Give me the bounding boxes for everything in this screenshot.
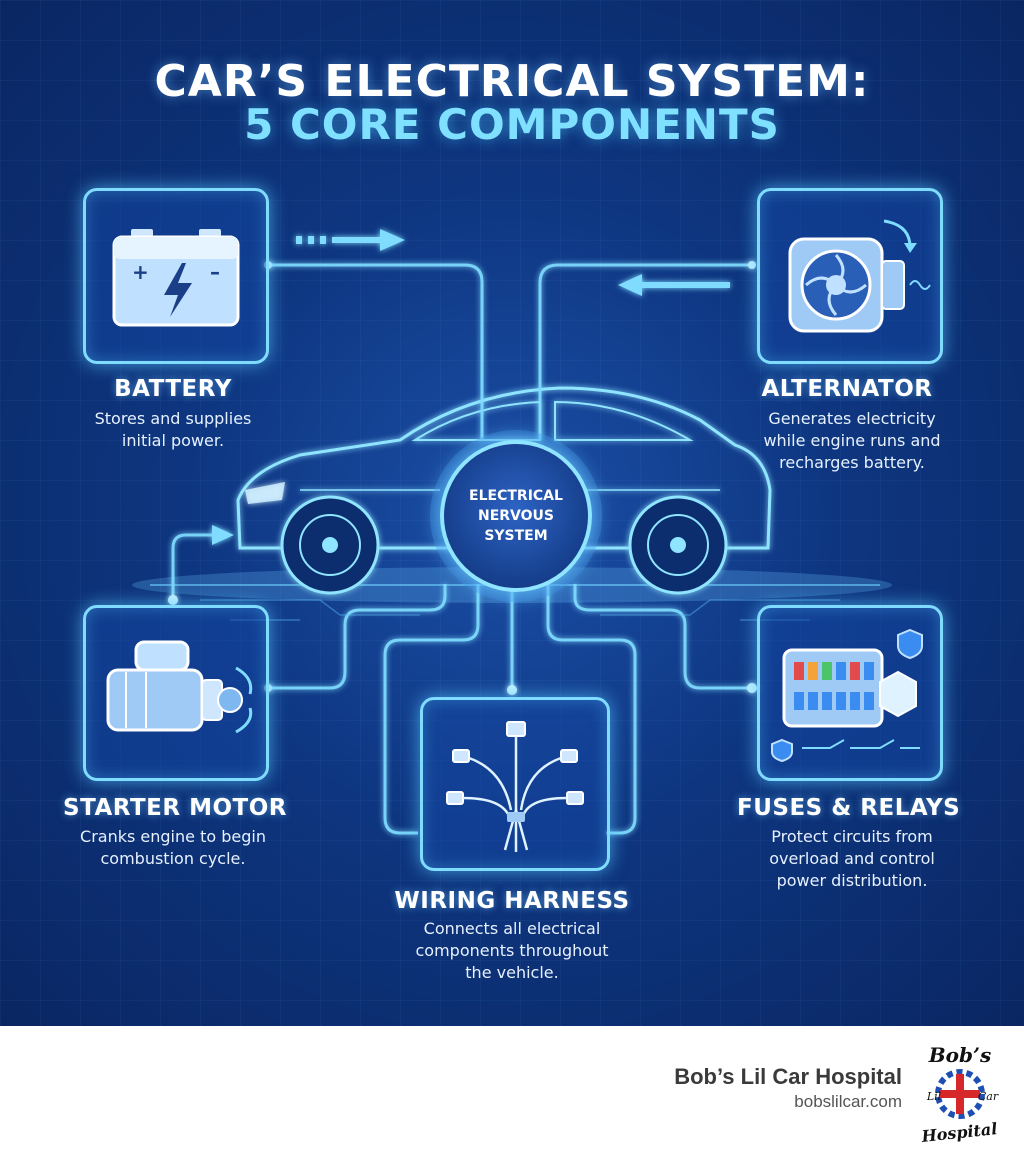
arrow-battery-right bbox=[296, 229, 405, 251]
starter-motor-description: Cranks engine to begin combustion cycle. bbox=[80, 827, 266, 868]
harness-wire-right bbox=[546, 584, 637, 835]
battery-card: + – bbox=[83, 188, 269, 364]
alternator-wire bbox=[538, 263, 752, 440]
infographic-panel: CAR’S ELECTRICAL SYSTEM: 5 CORE COMPONEN… bbox=[0, 0, 1024, 1026]
starter-motor-title: STARTER MOTOR bbox=[63, 795, 287, 821]
starter-bus bbox=[268, 584, 447, 690]
fuses-relays-description: Protect circuits from overload and contr… bbox=[769, 827, 935, 890]
ground-traces bbox=[200, 599, 840, 621]
svg-text:+: + bbox=[132, 260, 149, 284]
car-outline bbox=[236, 386, 772, 550]
alternator-description: Generates electricity while engine runs … bbox=[763, 409, 941, 472]
front-wheel bbox=[280, 495, 380, 595]
svg-text:Car: Car bbox=[978, 1090, 999, 1103]
circuit-lines bbox=[171, 263, 752, 835]
harness-wire-left bbox=[383, 584, 480, 835]
page-title: CAR’S ELECTRICAL SYSTEM: bbox=[154, 56, 870, 107]
wiring-harness-icon bbox=[446, 721, 584, 852]
hub-label: ELECTRICAL NERVOUS SYSTEM bbox=[469, 488, 563, 544]
fuses-relays-title: FUSES & RELAYS bbox=[737, 795, 961, 821]
car-headlight bbox=[245, 482, 285, 504]
starter-wire bbox=[171, 533, 228, 600]
battery-title: BATTERY bbox=[114, 376, 232, 402]
rear-wheel bbox=[628, 495, 728, 595]
page-subtitle: 5 CORE COMPONENTS bbox=[244, 100, 780, 149]
fuse-box-icon bbox=[771, 628, 923, 763]
svg-text:Hospital: Hospital bbox=[920, 1119, 998, 1146]
fuses-relays-card bbox=[757, 605, 943, 781]
fuses-bus bbox=[573, 584, 752, 690]
brand-logo: Bob’s Lil Car Hospital bbox=[920, 1043, 999, 1146]
alternator-icon bbox=[788, 219, 931, 333]
footer: Bob’s Lil Car Hospital bobslilcar.com Bo… bbox=[0, 1026, 1024, 1154]
arrow-starter-up bbox=[212, 525, 234, 545]
svg-text:Lil: Lil bbox=[926, 1090, 942, 1103]
alternator-title: ALTERNATOR bbox=[761, 376, 933, 402]
arrow-alternator-left bbox=[618, 274, 730, 296]
battery-description: Stores and supplies initial power. bbox=[94, 409, 252, 450]
svg-text:–: – bbox=[210, 260, 220, 284]
wiring-harness-description: Connects all electrical components throu… bbox=[415, 919, 609, 982]
wiring-harness-title: WIRING HARNESS bbox=[394, 888, 630, 914]
battery-wire bbox=[268, 263, 484, 440]
battery-icon: + – bbox=[112, 229, 240, 327]
electrical-hub: ELECTRICAL NERVOUS SYSTEM bbox=[440, 440, 592, 592]
starter-motor-icon bbox=[106, 640, 253, 734]
wiring-harness-card bbox=[420, 697, 610, 871]
svg-text:Bob’s: Bob’s bbox=[928, 1043, 991, 1067]
alternator-card bbox=[757, 188, 943, 364]
brand-name: Bob’s Lil Car Hospital bbox=[674, 1064, 902, 1089]
brand-url: bobslilcar.com bbox=[794, 1092, 902, 1111]
starter-motor-card bbox=[83, 605, 269, 781]
